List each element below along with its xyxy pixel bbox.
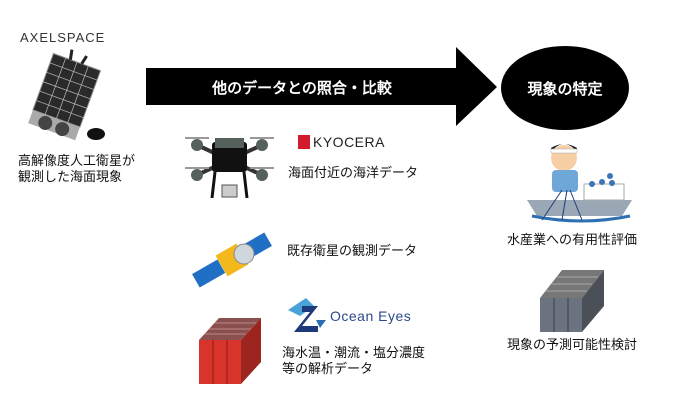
ocean-eyes-mark-icon: [288, 298, 326, 332]
result-ellipse: 現象の特定: [501, 46, 629, 130]
fisherman-icon: [527, 144, 632, 223]
source-caption-existing-satellite: 既存衛星の観測データ: [287, 244, 418, 259]
comparison-arrow: [146, 47, 497, 126]
axelspace-logo: AXELSPACE: [20, 30, 106, 45]
source-caption-analysis-line2: 等の解析データ: [282, 362, 374, 377]
left-caption-line1: 高解像度人工衛星が: [18, 154, 136, 169]
kyocera-logo: KYOCERA: [298, 134, 385, 150]
server-icon-gray: [540, 270, 604, 332]
arrow-label: 他のデータとの照合・比較: [212, 79, 392, 97]
ocean-eyes-logo: Ocean Eyes: [288, 298, 411, 334]
source-caption-analysis-line1: 海水温・潮流・塩分濃度: [282, 346, 426, 361]
kyocera-mark-icon: [298, 135, 310, 149]
server-icon-red: [199, 318, 261, 384]
outcome-caption-fisheries: 水産業への有用性評価: [507, 233, 638, 248]
ocean-eyes-text: Ocean Eyes: [330, 308, 412, 324]
kyocera-text: KYOCERA: [313, 134, 385, 150]
outcome-caption-prediction: 現象の予測可能性検討: [507, 338, 638, 353]
drone-icon: [185, 137, 274, 199]
result-label: 現象の特定: [527, 79, 603, 98]
satellite-icon: [192, 231, 272, 289]
source-caption-ocean-data: 海面付近の海洋データ: [288, 166, 419, 181]
axelspace-satellite-icon: [28, 49, 105, 141]
left-caption-line2: 観測した海面現象: [18, 170, 123, 185]
